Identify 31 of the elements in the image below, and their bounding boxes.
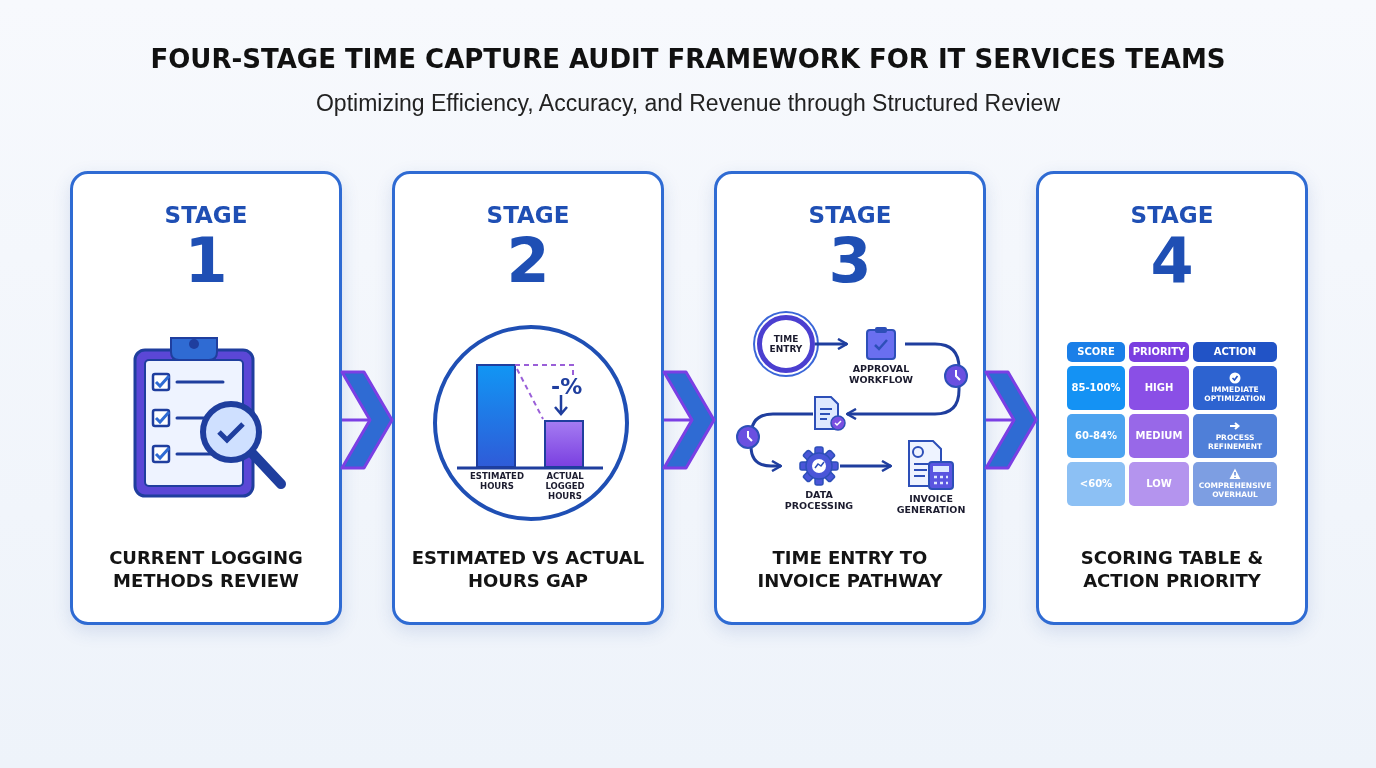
column-header: SCORE	[1067, 342, 1125, 362]
stage-card	[392, 171, 664, 625]
diagram-title: FOUR-STAGE TIME CAPTURE AUDIT FRAMEWORK FOR IT SERVICES TEAMS	[150, 44, 1226, 74]
stage-title: CURRENT LOGGING METHODS REVIEW	[108, 546, 304, 593]
stage-title: TIME ENTRY TO INVOICE PATHWAY	[756, 546, 944, 593]
diagram-subtitle: Optimizing Efficiency, Accuracy, and Revenue through Structured Review	[316, 90, 1060, 117]
table-cell: LOW	[1129, 462, 1189, 506]
column-header: PRIORITY	[1129, 342, 1189, 362]
stage-title: ESTIMATED VS ACTUAL HOURS GAP	[411, 546, 645, 593]
stage-card	[70, 171, 342, 625]
table-cell: 85-100%	[1067, 366, 1125, 410]
flow-arrow	[749, 412, 813, 473]
stage-card	[714, 171, 986, 625]
node-label: TIME ENTRY	[768, 333, 804, 355]
column-header: ACTION	[1193, 342, 1277, 362]
node-label: DATA PROCESSING	[783, 490, 855, 512]
bar-label: ACTUAL LOGGED HOURS	[544, 472, 586, 502]
table-cell: HIGH	[1129, 366, 1189, 410]
flow-arrow	[815, 337, 849, 351]
flow-arrow	[840, 459, 893, 473]
percent-label: -%	[551, 374, 583, 400]
node-label: INVOICE GENERATION	[895, 494, 967, 516]
table-cell: <60%	[1067, 462, 1125, 506]
bar-label: ESTIMATED HOURS	[469, 472, 525, 492]
table-cell: MEDIUM	[1129, 414, 1189, 458]
stage-card	[1036, 171, 1308, 625]
table-cell: 60-84%	[1067, 414, 1125, 458]
flow-arrow	[845, 342, 961, 421]
stage-title: SCORING TABLE & ACTION PRIORITY	[1079, 546, 1265, 593]
node-label: APPROVAL WORKFLOW	[848, 364, 914, 386]
clock-ring	[757, 315, 815, 373]
